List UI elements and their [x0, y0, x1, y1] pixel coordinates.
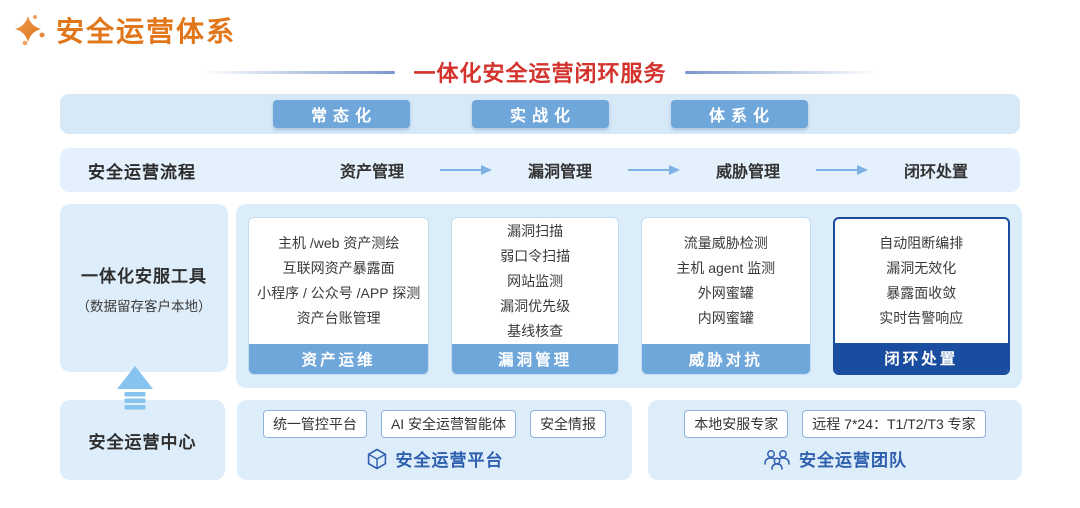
tool-item: 弱口令扫描	[500, 247, 571, 264]
right-arrow-icon	[815, 165, 868, 175]
page-title: 安全运营体系	[56, 16, 237, 47]
modes-band: 常态化 实战化 体系化	[60, 94, 1020, 134]
tool-item: 小程序 / 公众号 /APP 探测	[257, 285, 421, 301]
tool-item: 实时告警响应	[879, 310, 964, 326]
banner: 一体化安全运营闭环服务	[0, 56, 1080, 88]
mode-button-normalized: 常态化	[272, 100, 410, 128]
process-label: 安全运营流程	[88, 162, 196, 182]
banner-line-left	[205, 70, 396, 74]
mode-button-systematic: 体系化	[670, 100, 808, 128]
tools-label-line1: 一体化安服工具	[81, 266, 207, 286]
soc-label: 安全运营中心	[88, 432, 197, 452]
process-band: 安全运营流程 资产管理 漏洞管理 威胁管理 闭环处置	[60, 148, 1020, 192]
tool-item: 主机 /web 资产测绘	[277, 235, 400, 251]
tool-card-closed-loop: 自动阻断编排 漏洞无效化 暴露面收敛 实时告警响应 闭环处置	[832, 217, 1011, 375]
tools-label-panel: 一体化安服工具 （数据留存客户本地）	[60, 204, 228, 372]
tool-item: 暴露面收敛	[886, 285, 957, 301]
tool-card-items: 主机 /web 资产测绘 互联网资产暴露面 小程序 / 公众号 /APP 探测 …	[249, 218, 428, 344]
right-arrow-icon	[627, 165, 680, 175]
process-steps: 资产管理 漏洞管理 威胁管理 闭环处置	[340, 148, 968, 192]
soc-label-panel: 安全运营中心	[60, 400, 225, 480]
step-threat-management: 威胁管理	[715, 164, 780, 181]
header: 安全运营体系	[10, 10, 236, 50]
hexagon-platform-icon	[367, 448, 386, 469]
tool-card-threat-counter: 流量威胁检测 主机 agent 监测 外网蜜罐 内网蜜罐 威胁对抗	[640, 217, 811, 375]
tool-item: 资产台账管理	[296, 310, 381, 326]
platform-caption: 安全运营平台	[395, 451, 504, 470]
chip-threat-intel: 安全情报	[530, 410, 607, 438]
step-vulnerability-management: 漏洞管理	[527, 164, 592, 181]
tool-item: 主机 agent 监测	[676, 260, 776, 276]
step-asset-management: 资产管理	[340, 164, 405, 181]
step-closed-loop: 闭环处置	[903, 164, 968, 181]
tool-cards-container: 主机 /web 资产测绘 互联网资产暴露面 小程序 / 公众号 /APP 探测 …	[236, 204, 1022, 388]
tool-item: 内网蜜罐	[697, 310, 754, 326]
tool-card-items: 漏洞扫描 弱口令扫描 网站监测 漏洞优先级 基线核查	[452, 218, 618, 344]
tool-item: 外网蜜罐	[697, 285, 754, 301]
banner-line-right	[684, 70, 875, 74]
tool-item: 漏洞无效化	[886, 260, 957, 276]
chip-local-experts: 本地安服专家	[684, 410, 789, 438]
chip-unified-console: 统一管控平台	[262, 410, 367, 438]
tool-card-footer: 威胁对抗	[641, 344, 810, 374]
team-chip-row: 本地安服专家 远程 7*24：T1/T2/T3 专家	[648, 410, 1022, 438]
tool-card-items: 自动阻断编排 漏洞无效化 暴露面收敛 实时告警响应	[835, 219, 1008, 343]
tool-card-footer: 漏洞管理	[452, 344, 618, 374]
tool-item: 漏洞扫描	[507, 222, 564, 239]
platform-caption-row: 安全运营平台	[237, 446, 632, 471]
tool-item: 网站监测	[507, 272, 564, 289]
spark-flower-icon	[15, 15, 45, 46]
team-caption: 安全运营团队	[799, 451, 907, 470]
tool-card-asset-ops: 主机 /web 资产测绘 互联网资产暴露面 小程序 / 公众号 /APP 探测 …	[248, 217, 430, 375]
team-panel: 本地安服专家 远程 7*24：T1/T2/T3 专家 安全运营团队	[648, 400, 1022, 480]
tool-card-items: 流量威胁检测 主机 agent 监测 外网蜜罐 内网蜜罐	[642, 218, 810, 344]
tool-item: 流量威胁检测	[683, 235, 768, 251]
tool-item: 自动阻断编排	[879, 235, 964, 251]
team-caption-row: 安全运营团队	[648, 446, 1022, 471]
tool-card-vuln-management: 漏洞扫描 弱口令扫描 网站监测 漏洞优先级 基线核查 漏洞管理	[451, 217, 619, 375]
platform-panel: 统一管控平台 AI 安全运营智能体 安全情报 安全运营平台	[237, 400, 632, 480]
team-people-icon	[764, 449, 790, 470]
tool-card-footer: 闭环处置	[834, 343, 1009, 373]
tool-item: 互联网资产暴露面	[282, 260, 395, 276]
tool-item: 漏洞优先级	[500, 297, 571, 314]
tool-card-footer: 资产运维	[249, 344, 429, 374]
banner-title: 一体化安全运营闭环服务	[413, 61, 667, 86]
tool-item: 基线核查	[507, 322, 564, 339]
right-arrow-icon	[440, 165, 492, 175]
platform-chip-row: 统一管控平台 AI 安全运营智能体 安全情报	[237, 410, 632, 438]
tools-label-line2: （数据留存客户本地）	[76, 298, 212, 314]
up-arrow-icon	[117, 366, 153, 410]
chip-remote-experts: 远程 7*24：T1/T2/T3 专家	[802, 410, 986, 438]
chip-ai-agent: AI 安全运营智能体	[380, 410, 517, 438]
mode-button-practical: 实战化	[471, 100, 609, 128]
